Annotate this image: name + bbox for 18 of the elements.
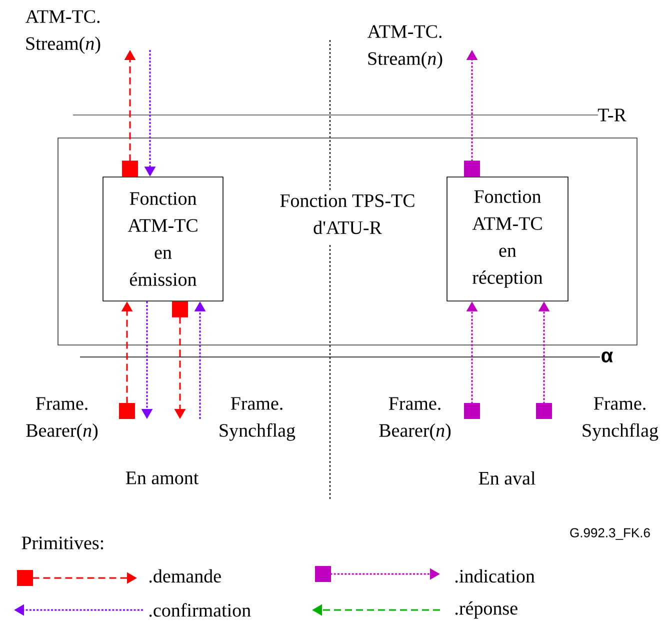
direction-label: En aval: [478, 471, 536, 485]
primitive-label: Frame. Bearer(n): [379, 397, 451, 441]
primitive-label: ATM-TC. Stream(n): [367, 25, 442, 69]
primitive-label: Frame. Synchflag: [220, 397, 296, 441]
legend-label: .confirmation: [149, 603, 251, 617]
primitive-label: Frame. Bearer(n): [26, 397, 98, 441]
figure-id: G.992.3_FK.6: [570, 528, 650, 540]
direction-label: En amont: [126, 472, 199, 484]
primitive-label: Frame. Synchflag: [582, 397, 658, 441]
legend-label: .réponse: [455, 601, 518, 619]
legend-title: Primitives:: [22, 536, 104, 550]
legend-label: .indication: [455, 569, 535, 583]
reference-label: T-R: [598, 108, 626, 122]
primitive-label: ATM-TC. Stream(n): [25, 10, 100, 54]
reference-label: α: [602, 352, 613, 362]
legend-label: .demande: [149, 569, 221, 583]
function-box: Fonction ATM-TC en réception: [446, 176, 568, 302]
function-box: Fonction ATM-TC en émission: [102, 176, 224, 302]
